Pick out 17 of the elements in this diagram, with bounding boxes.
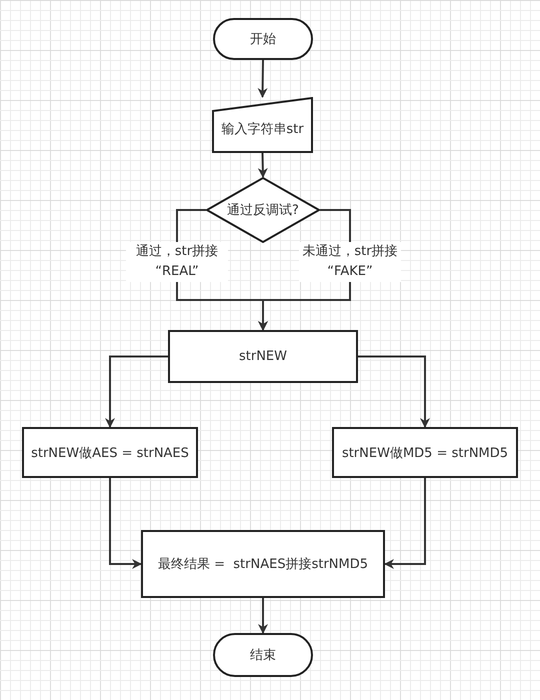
decision-diamond: 通过反调试? (206, 177, 320, 243)
arrow (258, 60, 268, 98)
process-box: 最终结果 = strNAES拼接strNMD5 (141, 530, 385, 598)
arrow (105, 356, 168, 428)
arrow (358, 356, 430, 428)
edge-label: 未通过，str拼接 “FAKE” (299, 242, 401, 282)
arrow (384, 478, 426, 569)
arrow (258, 598, 268, 634)
terminal-shape: 结束 (213, 633, 313, 677)
process-box: strNEW做AES = strNAES (22, 427, 198, 478)
terminal-shape: 开始 (213, 18, 313, 60)
process-box: strNEW做MD5 = strNMD5 (332, 427, 518, 478)
arrow (109, 478, 142, 569)
process-box: strNEW (168, 330, 358, 383)
edge-label: 通过，str拼接 “REAL” (126, 242, 228, 282)
arrow (258, 152, 268, 178)
input-shape: 输入字符串str (212, 97, 313, 153)
